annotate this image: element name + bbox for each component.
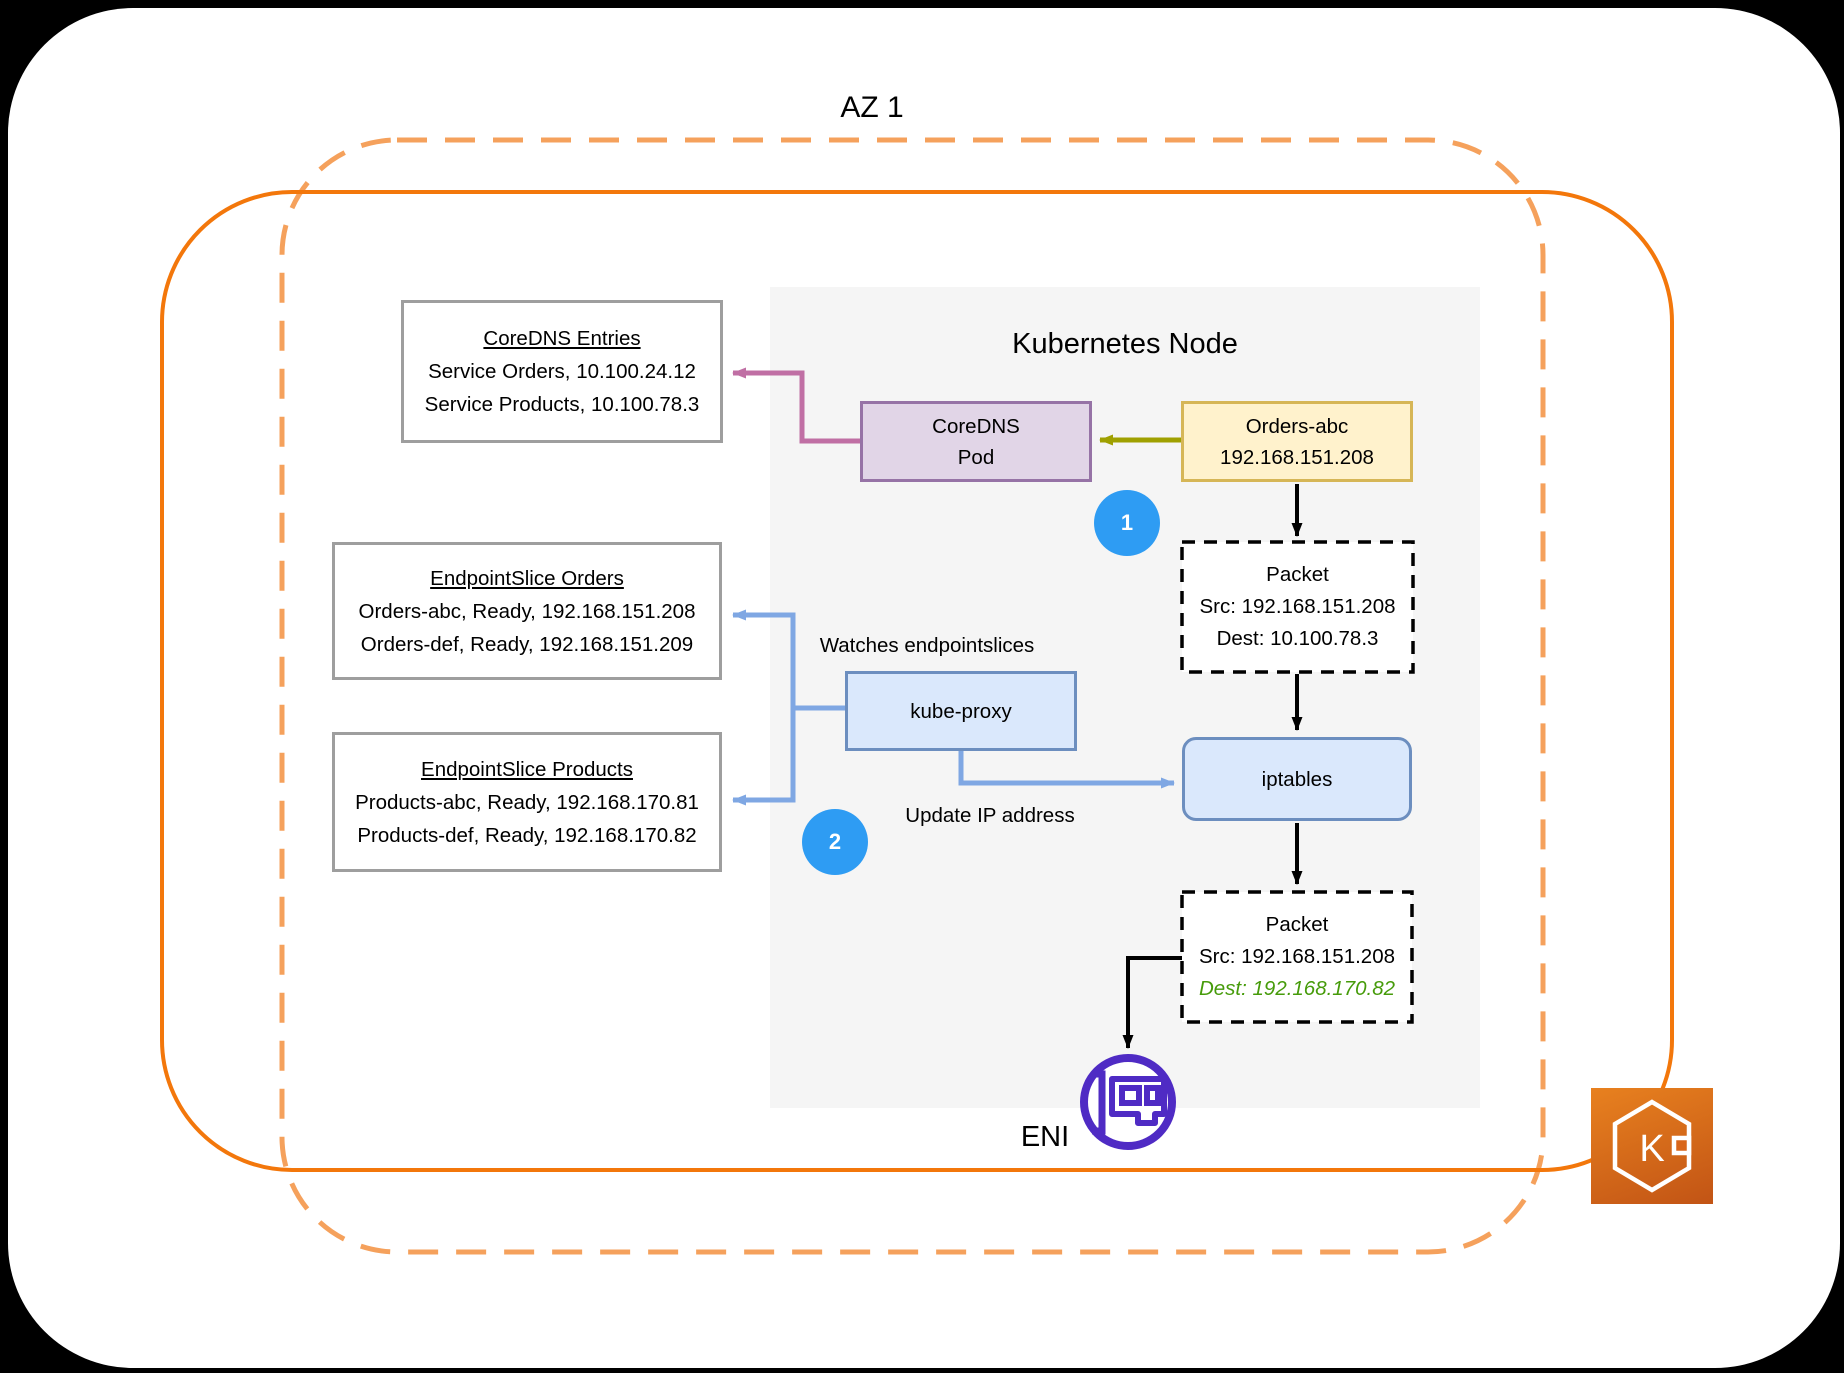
coredns-entry-row: Service Products, 10.100.78.3 xyxy=(424,393,700,416)
endpointslice-row: Orders-abc, Ready, 192.168.151.208 xyxy=(358,599,696,623)
orders-pod-name: Orders-abc xyxy=(1245,414,1349,438)
watches-endpointslices-label: Watches endpointslices xyxy=(819,634,1035,657)
packet-before-nat-box: Packet Src: 192.168.151.208 Dest: 10.100… xyxy=(1182,542,1413,672)
packet-dest-rewritten: Dest: 192.168.170.82 xyxy=(1198,977,1396,1000)
packet-title: Packet xyxy=(1265,913,1329,936)
endpointslice-row: Products-def, Ready, 192.168.170.82 xyxy=(357,823,697,847)
eni-label: ENI xyxy=(1020,1121,1070,1153)
az-zone-label: AZ 1 xyxy=(840,91,904,124)
iptables-box: iptables xyxy=(1182,737,1412,821)
endpointslice-products-title: EndpointSlice Products xyxy=(421,757,633,781)
endpointslice-products-box: EndpointSlice Products Products-abc, Rea… xyxy=(332,732,722,872)
kubernetes-node-title: Kubernetes Node xyxy=(1012,328,1238,360)
packet-src: Src: 192.168.151.208 xyxy=(1199,595,1396,618)
iptables-label: iptables xyxy=(1261,767,1333,791)
packet-dest: Dest: 10.100.78.3 xyxy=(1216,627,1379,650)
packet-title: Packet xyxy=(1266,563,1329,586)
coredns-pod-line: CoreDNS xyxy=(932,414,1020,438)
eks-letter: K xyxy=(1639,1128,1664,1170)
coredns-entries-box: CoreDNS Entries Service Orders, 10.100.2… xyxy=(401,300,723,443)
coredns-pod-box: CoreDNS Pod xyxy=(860,401,1092,482)
step-1-badge: 1 xyxy=(1094,490,1160,556)
coredns-entry-row: Service Orders, 10.100.24.12 xyxy=(428,360,696,383)
coredns-pod-line: Pod xyxy=(957,445,995,469)
eks-service-icon: K xyxy=(1591,1088,1713,1204)
packet-after-nat-box: Packet Src: 192.168.151.208 Dest: 192.16… xyxy=(1182,892,1412,1022)
coredns-entries-title: CoreDNS Entries xyxy=(483,327,641,350)
packet-src: Src: 192.168.151.208 xyxy=(1198,945,1396,968)
endpointslice-row: Products-abc, Ready, 192.168.170.81 xyxy=(355,790,699,814)
kube-proxy-label: kube-proxy xyxy=(910,699,1012,723)
orders-abc-pod-box: Orders-abc 192.168.151.208 xyxy=(1181,401,1413,482)
endpointslice-orders-box: EndpointSlice Orders Orders-abc, Ready, … xyxy=(332,542,722,680)
endpointslice-orders-title: EndpointSlice Orders xyxy=(430,566,624,590)
step-2-badge: 2 xyxy=(802,809,868,875)
orders-pod-ip: 192.168.151.208 xyxy=(1220,445,1374,469)
kube-proxy-box: kube-proxy xyxy=(845,671,1077,751)
update-ip-address-label: Update IP address xyxy=(905,804,1075,827)
endpointslice-row: Orders-def, Ready, 192.168.151.209 xyxy=(360,632,694,656)
